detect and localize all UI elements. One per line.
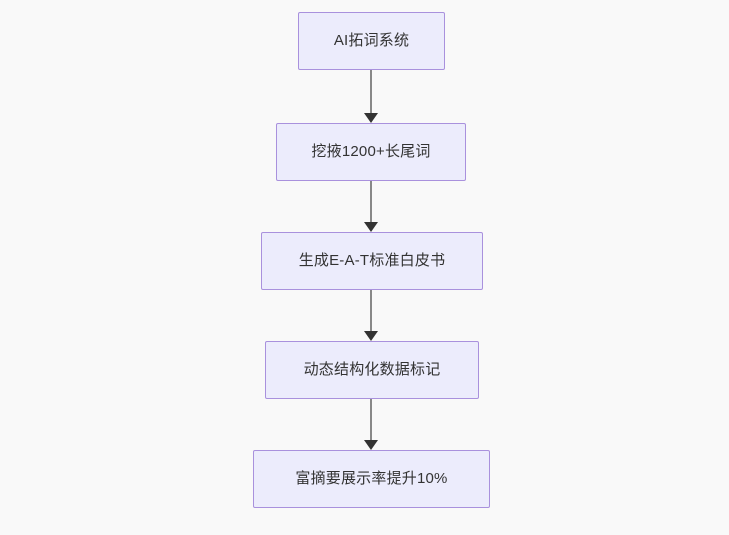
flow-node-label: AI拓词系统 <box>333 32 410 49</box>
flow-node-label: 生成E-A-T标准白皮书 <box>298 252 446 269</box>
flow-node-label: 动态结构化数据标记 <box>303 361 441 378</box>
flow-node-3[interactable]: 生成E-A-T标准白皮书 <box>261 232 483 290</box>
flow-node-label: 挖掖1200+长尾词 <box>311 143 431 160</box>
flow-node-1[interactable]: AI拓词系统 <box>298 12 445 70</box>
flow-node-5[interactable]: 富摘要展示率提升10% <box>253 450 490 508</box>
flow-connector-3 <box>351 290 391 341</box>
arrowhead-icon <box>364 222 378 232</box>
flow-node-label: 富摘要展示率提升10% <box>295 470 448 487</box>
flow-node-4[interactable]: 动态结构化数据标记 <box>265 341 479 399</box>
flow-connector-1 <box>351 70 391 123</box>
flow-node-2[interactable]: 挖掖1200+长尾词 <box>276 123 466 181</box>
flow-connector-4 <box>351 399 391 450</box>
arrowhead-icon <box>364 440 378 450</box>
arrowhead-icon <box>364 113 378 123</box>
arrowhead-icon <box>364 331 378 341</box>
flow-connector-2 <box>351 181 391 232</box>
